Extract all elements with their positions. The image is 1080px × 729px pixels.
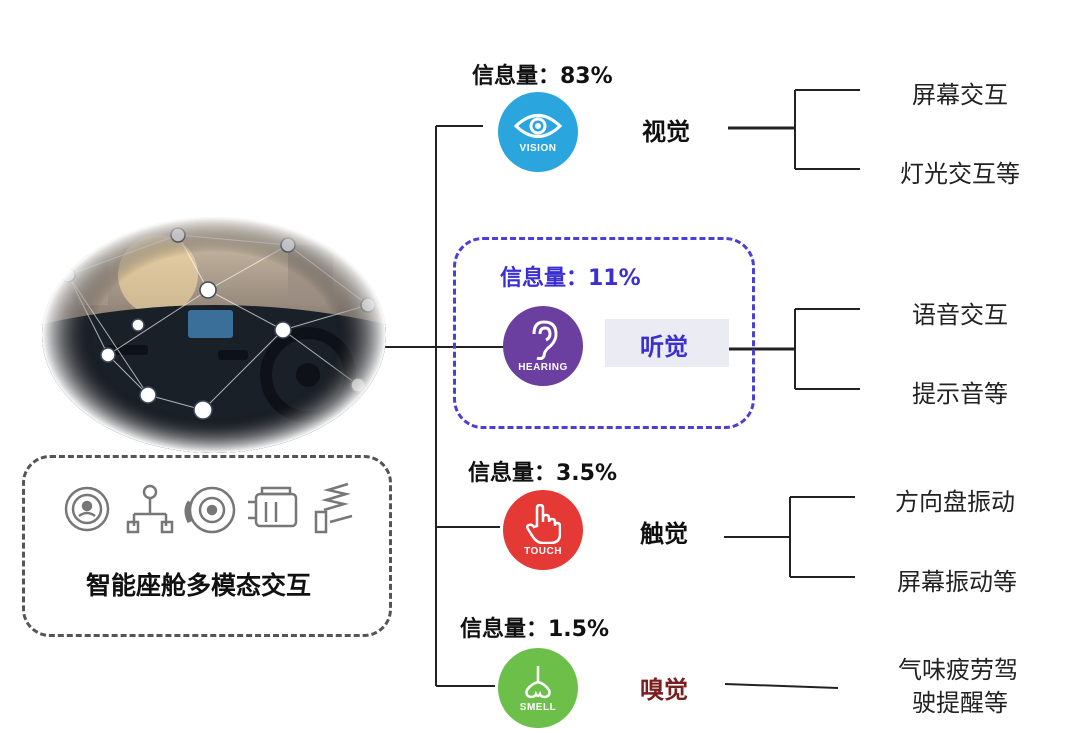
smell-caption: SMELL bbox=[519, 701, 557, 713]
touch-item-screen-vibration: 屏幕振动等 bbox=[897, 568, 1017, 596]
ear-icon bbox=[532, 319, 558, 360]
touch-circle: TOUCH bbox=[503, 490, 583, 570]
suspension-icon bbox=[314, 482, 353, 534]
touch-info-amount: 信息量：3.5% bbox=[468, 461, 618, 486]
hearing-label: 听觉 bbox=[640, 333, 688, 361]
cabin-icons-row bbox=[64, 482, 353, 534]
touch-item-steering-vibration: 方向盘振动 bbox=[895, 488, 1015, 516]
vision-info-amount: 信息量：83% bbox=[472, 64, 613, 89]
hearing-highlight-box bbox=[453, 237, 755, 429]
hand-icon bbox=[525, 503, 561, 544]
touch-caption: TOUCH bbox=[524, 545, 562, 557]
car-cockpit-image bbox=[42, 217, 386, 453]
hearing-info-amount: 信息量：11% bbox=[500, 266, 641, 291]
smell-item-line2: 驶提醒等 bbox=[912, 689, 1008, 717]
brake-disc-icon bbox=[184, 486, 236, 534]
vision-circle: VISION bbox=[498, 92, 578, 172]
hearing-item-voice: 语音交互 bbox=[912, 301, 1008, 329]
hearing-label-background bbox=[605, 319, 729, 367]
steering-wheel-icon bbox=[64, 486, 110, 532]
hearing-caption: HEARING bbox=[518, 361, 568, 373]
eye-icon bbox=[513, 113, 563, 138]
hearing-item-prompt-sound: 提示音等 bbox=[912, 380, 1008, 408]
smell-info-amount: 信息量：1.5% bbox=[460, 617, 610, 642]
smell-circle: SMELL bbox=[498, 648, 578, 728]
touch-label: 触觉 bbox=[640, 520, 688, 548]
nose-icon bbox=[525, 665, 551, 698]
vision-item-screen: 屏幕交互 bbox=[912, 81, 1008, 109]
engine-icon bbox=[248, 486, 298, 528]
vision-caption: VISION bbox=[519, 142, 557, 154]
gear-shift-icon bbox=[126, 484, 174, 534]
cabin-components-box bbox=[22, 455, 392, 637]
hearing-circle: HEARING bbox=[503, 306, 583, 386]
smell-label: 嗅觉 bbox=[640, 676, 688, 704]
smell-item-line1: 气味疲劳驾 bbox=[898, 656, 1018, 684]
cabin-title: 智能座舱多模态交互 bbox=[86, 571, 312, 600]
vision-label: 视觉 bbox=[642, 118, 690, 146]
vision-item-light: 灯光交互等 bbox=[900, 160, 1020, 188]
